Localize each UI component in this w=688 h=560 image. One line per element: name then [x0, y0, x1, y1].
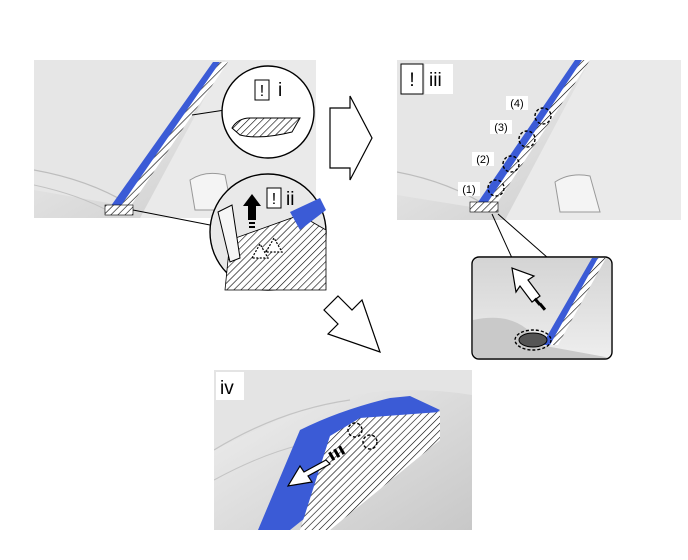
- pull-direction-arrow-icon: [511, 267, 541, 303]
- panel-top-left: ! i ! ii: [34, 60, 327, 291]
- warning-icon: [254, 79, 270, 101]
- callout-i: ! i: [221, 65, 315, 159]
- panel-top-right: ! iii (4) (3) (2) (1): [397, 60, 681, 259]
- panel-iii-label: iii: [429, 70, 442, 91]
- callout-i-warning: !: [260, 83, 264, 100]
- callout-ii-label: ii: [286, 189, 294, 210]
- clip-label-2: (2): [476, 154, 489, 166]
- step-arrow-right-icon: [329, 95, 373, 181]
- panel-bottom: iv: [214, 370, 472, 530]
- callout-ii: ! ii: [209, 173, 327, 291]
- clip-label-4: (4): [510, 98, 523, 110]
- callout-i-label: i: [278, 80, 282, 101]
- step-arrow-down-left-icon: [323, 295, 381, 353]
- clip-label-3: (3): [494, 122, 507, 134]
- panel-iv-label: iv: [220, 378, 234, 399]
- panel-iii-warning: !: [409, 70, 414, 91]
- zoom-detail: [471, 256, 613, 360]
- callout-ii-warning: !: [272, 191, 276, 208]
- clip-labels: (4) (3) (2) (1): [458, 96, 528, 196]
- pull-direction-arrow-icon: [286, 459, 331, 487]
- clip-label-1: (1): [462, 184, 475, 196]
- warning-icon: [400, 63, 424, 95]
- pull-direction-arrow-icon: [243, 194, 261, 220]
